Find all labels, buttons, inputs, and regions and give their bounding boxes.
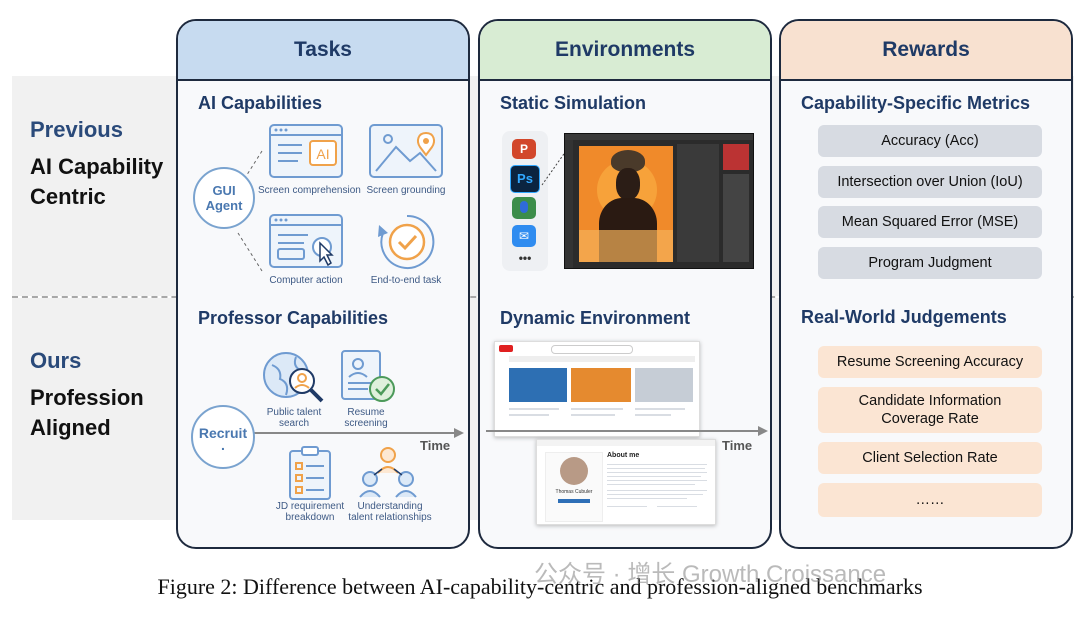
svg-text:AI: AI: [316, 146, 329, 162]
judgement-client-selection: Client Selection Rate: [818, 442, 1042, 474]
judgement-resume-accuracy: Resume Screening Accuracy: [818, 346, 1042, 378]
environments-title: Environments: [480, 21, 770, 81]
watermark: 公众号 · 增长 Growth Croissance: [534, 561, 887, 588]
real-world-judgements-heading: Real-World Judgements: [801, 307, 1007, 327]
metric-mse: Mean Squared Error (MSE): [818, 206, 1042, 238]
screen-grounding-icon: [369, 124, 443, 178]
mail-icon: ✉: [512, 225, 536, 247]
tasks-title: Tasks: [178, 21, 468, 81]
profile-name: Thomas Cubuler: [555, 489, 593, 495]
maps-icon: [512, 197, 536, 219]
more-apps-icon: •••: [518, 251, 532, 265]
ours-row-label: Ours Profession Aligned: [30, 347, 144, 443]
previous-line1: AI Capability: [30, 153, 164, 179]
environments-time-arrow: [486, 426, 768, 436]
previous-tag: Previous: [30, 117, 123, 142]
talent-relationships-label: Understanding talent relationships: [348, 501, 432, 523]
dock-connector: [541, 150, 567, 186]
jd-requirement-breakdown-label: JD requirement breakdown: [275, 501, 345, 523]
resume-screening-icon: [341, 350, 395, 402]
metric-program-judgment: Program Judgment: [818, 247, 1042, 279]
screen-comprehension-icon: AI: [269, 124, 343, 178]
video-site-screenshot: [494, 341, 700, 437]
tasks-panel: Tasks AI Capabilities GUI Agent AI Scree…: [176, 19, 470, 549]
judgement-coverage-rate: Candidate Information Coverage Rate: [818, 387, 1042, 433]
jd-requirement-breakdown-icon: [289, 446, 331, 500]
screen-grounding-label: Screen grounding: [366, 185, 446, 196]
screen-comprehension-label: Screen comprehension: [258, 185, 361, 196]
ours-tag: Ours: [30, 348, 82, 373]
environments-time-label: Time: [722, 438, 753, 453]
powerpoint-icon: P: [512, 139, 536, 159]
metric-iou: Intersection over Union (IoU): [818, 166, 1042, 198]
professor-capabilities-heading: Professor Capabilities: [198, 308, 389, 328]
previous-line2: Centric: [30, 183, 106, 209]
computer-action-icon: [269, 214, 343, 268]
computer-action-label: Computer action: [269, 275, 343, 286]
profile-page-screenshot: Thomas Cubuler About me: [536, 439, 716, 525]
end-to-end-task-label: End-to-end task: [370, 275, 442, 286]
capability-metrics-heading: Capability-Specific Metrics: [801, 93, 1031, 113]
gui-agent-badge: GUI Agent: [193, 167, 255, 229]
environments-panel: Environments Static Simulation P Ps ✉ ••…: [478, 19, 772, 549]
recruit-badge: Recruit .: [191, 405, 255, 469]
ours-line2: Aligned: [30, 414, 111, 440]
profile-avatar: [560, 457, 588, 485]
ai-capabilities-heading: AI Capabilities: [198, 93, 323, 113]
photoshop-icon: Ps: [510, 165, 540, 193]
video-logo-icon: [499, 345, 513, 352]
tasks-time-label: Time: [420, 438, 451, 453]
resume-screening-label: Resume screening: [344, 407, 388, 429]
gui-agent-line2: Agent: [205, 198, 243, 213]
about-me-heading: About me: [607, 452, 640, 459]
rewards-panel: Rewards Capability-Specific Metrics Accu…: [779, 19, 1073, 549]
static-simulation-heading: Static Simulation: [500, 93, 647, 113]
public-talent-search-icon: [263, 352, 324, 403]
dynamic-environment-heading: Dynamic Environment: [500, 308, 691, 328]
tasks-time-arrow: [248, 428, 464, 438]
judgement-more: ……: [818, 483, 1042, 517]
talent-relationships-icon: [359, 447, 417, 498]
previous-row-label: Previous AI Capability Centric: [30, 116, 163, 212]
public-talent-search-label: Public talent search: [266, 407, 322, 429]
rewards-title: Rewards: [781, 21, 1071, 81]
ours-line1: Profession: [30, 384, 144, 410]
end-to-end-task-icon: [378, 214, 435, 269]
figure-caption: Figure 2: Difference between AI-capabili…: [157, 574, 923, 599]
metric-accuracy: Accuracy (Acc): [818, 125, 1042, 157]
photoshop-screenshot: [564, 133, 754, 269]
gui-agent-line1: GUI: [212, 183, 236, 198]
canvas-artwork: [579, 146, 673, 262]
recruit-label: Recruit: [198, 425, 248, 441]
app-dock: P Ps ✉ •••: [502, 131, 548, 271]
